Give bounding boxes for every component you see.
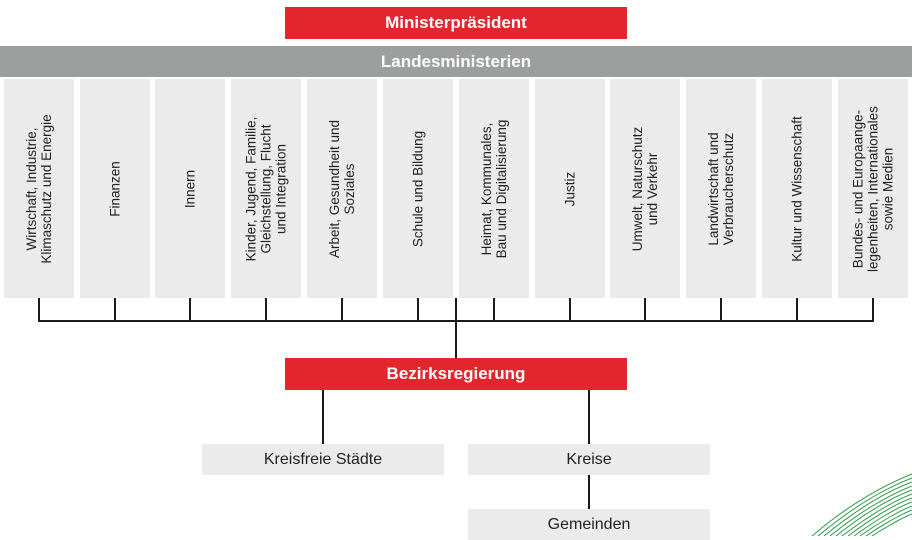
connector-to-kreise xyxy=(588,390,590,444)
ministry-kultur-wissenschaft: Kultur und Wissenschaft xyxy=(762,79,832,298)
kreise-box: Kreise xyxy=(468,444,710,475)
ministry-arbeit-gesundheit: Arbeit, Gesundheit und Soziales xyxy=(307,79,377,298)
ministry-umwelt: Umwelt, Naturschutz und Verkehr xyxy=(610,79,680,298)
ministry-heimat-kommunales: Heimat, Kommunales, Bau und Digitalisier… xyxy=(459,79,529,298)
ministry-tick xyxy=(796,298,798,321)
ministry-landwirtschaft: Landwirtschaft und Verbraucherschutz xyxy=(686,79,756,298)
ministry-tick xyxy=(644,298,646,321)
ministry-tick xyxy=(569,298,571,321)
ministerpraesident-box: Ministerpräsident xyxy=(285,7,627,39)
ministry-innern: Innern xyxy=(155,79,225,298)
kreisfreie-staedte-box: Kreisfreie Städte xyxy=(202,444,444,475)
ministry-tick xyxy=(417,298,419,321)
ministry-kinder-jugend: Kinder, Jugend, Familie, Gleichstellung,… xyxy=(231,79,301,298)
ministry-tick xyxy=(493,298,495,321)
kreisfreie-staedte-label: Kreisfreie Städte xyxy=(263,450,383,468)
gemeinden-label: Gemeinden xyxy=(547,515,631,533)
gemeinden-box: Gemeinden xyxy=(468,509,710,540)
ministry-tick xyxy=(341,298,343,321)
ministry-tick xyxy=(114,298,116,321)
ministry-schule-bildung: Schule und Bildung xyxy=(383,79,453,298)
bezirksregierung-box: Bezirksregierung xyxy=(285,358,627,390)
connector-to-bezirksregierung xyxy=(455,298,457,358)
ministry-wirtschaft: Wirtschaft, Industrie, Klimaschutz und E… xyxy=(4,79,74,298)
ministry-justiz: Justiz xyxy=(535,79,605,298)
ministry-tick xyxy=(265,298,267,321)
ministry-tick xyxy=(38,298,40,321)
ministry-tick xyxy=(720,298,722,321)
ministry-bundes-europa: Bundes- und Europaange- legenheiten, Int… xyxy=(838,79,908,298)
kreise-label: Kreise xyxy=(566,450,612,468)
connector-to-gemeinden xyxy=(588,475,590,509)
ministerpraesident-label: Ministerpräsident xyxy=(385,13,527,32)
ministry-tick xyxy=(189,298,191,321)
ministry-tick xyxy=(872,298,874,321)
ministry-finanzen: Finanzen xyxy=(80,79,150,298)
connector-to-kreisfreie-staedte xyxy=(322,390,324,444)
landesministerien-bar: Landesministerien xyxy=(0,46,912,77)
bezirksregierung-label: Bezirksregierung xyxy=(386,364,526,383)
landesministerien-label: Landesministerien xyxy=(380,51,532,71)
